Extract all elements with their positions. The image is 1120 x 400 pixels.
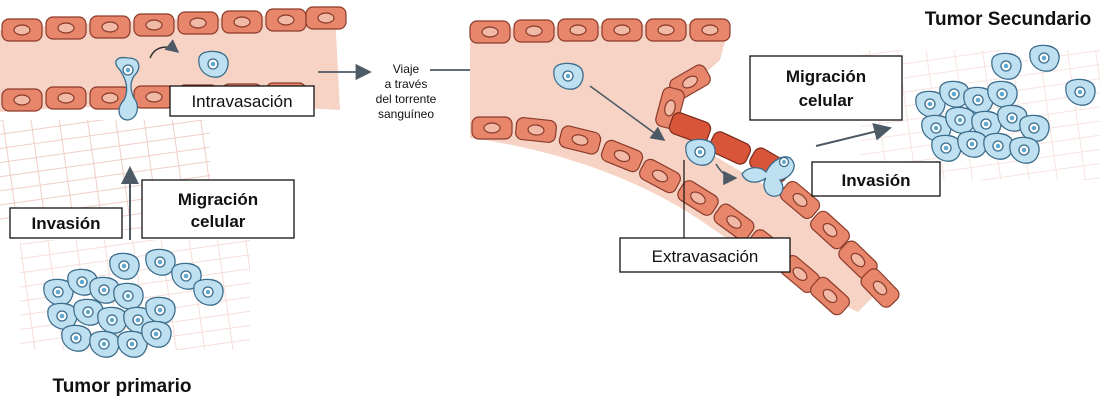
intravasacion-label-box: Intravasación <box>170 86 314 116</box>
tumor-primario-label: Tumor primario <box>53 376 192 397</box>
invasion-right-label: Invasión <box>842 171 911 190</box>
migracion-left-line-2: celular <box>191 212 246 231</box>
travel-line-3: del torrente <box>376 92 437 106</box>
travel-line-4: sanguíneo <box>378 107 434 121</box>
travel-text: Viaje a través del torrente sanguíneo <box>376 62 437 121</box>
intravasacion-label: Intravasación <box>191 92 292 111</box>
migracion-left-line-1: Migración <box>178 190 258 209</box>
migracion-left-box: Migración celular <box>142 180 294 238</box>
migracion-right-box: Migración celular <box>750 56 902 120</box>
travel-line-2: a través <box>385 77 428 91</box>
extravasacion-label-box: Extravasación <box>620 238 790 272</box>
invasion-left-label: Invasión <box>32 214 101 233</box>
migracion-right-line-1: Migración <box>786 67 866 86</box>
tumor-secundario-label: Tumor Secundario <box>925 9 1091 30</box>
invasion-right-box: Invasión <box>812 162 940 196</box>
migracion-right-line-2: celular <box>799 91 854 110</box>
travel-line-1: Viaje <box>393 62 420 76</box>
extravasacion-label: Extravasación <box>652 247 759 266</box>
invasion-left-box: Invasión <box>10 208 122 238</box>
